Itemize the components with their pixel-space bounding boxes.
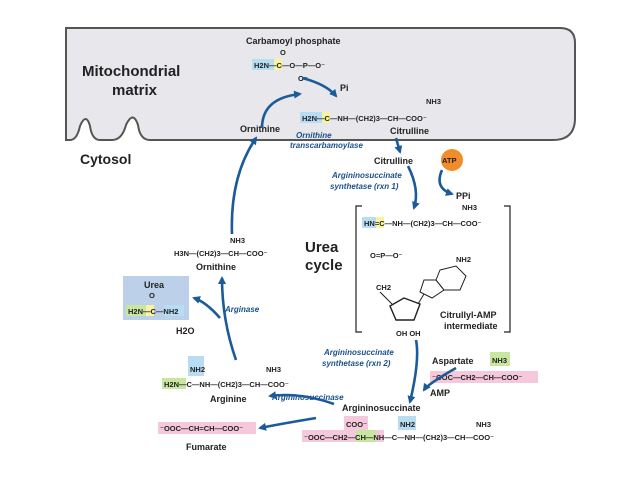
- carbamoyl-phosphate-label: Carbamoyl phosphate: [246, 36, 341, 46]
- arrow-aspartate-in: [422, 366, 457, 392]
- ribose-ch2-bond: [379, 291, 393, 305]
- arg-nh2: NH2: [190, 365, 205, 374]
- cit-carbonyl-highlight: [322, 112, 330, 123]
- cycle-title-line1: Urea: [305, 239, 339, 256]
- cp-carbonyl-highlight: [274, 59, 282, 70]
- campa-nh3: NH3: [462, 203, 477, 212]
- ppi-label: PPi: [456, 191, 471, 201]
- fumarate-highlight: [158, 422, 256, 434]
- citrullyl-amp-formula: HN=C—NH—(CH2)3—CH—COO⁻: [364, 219, 482, 228]
- urea-formula: H2N—C—NH2: [128, 307, 178, 316]
- urea-center-highlight: [146, 305, 154, 316]
- arrow-citrulline-to-campa: [406, 165, 420, 210]
- arrow-campa-to-asuc: [407, 339, 419, 404]
- urea-left-highlight: [126, 305, 146, 316]
- amp-label: AMP: [430, 388, 450, 398]
- arrow-ornithine-to-citrulline: [260, 90, 302, 129]
- aspartate-formula: ⁻OOC—CH2—CH—COO⁻: [432, 373, 522, 382]
- adenine-ring-5: [419, 279, 445, 299]
- arrow-pi-release: [301, 76, 338, 98]
- arg-nh2-highlight: [188, 356, 204, 376]
- arrow-fumarate-release: [258, 416, 317, 431]
- asuc-coo: COO⁻: [346, 420, 367, 429]
- arrow-arginine-to-ornithine: [218, 276, 238, 361]
- asp-nh3-highlight: [490, 352, 510, 366]
- asp-nh3: NH3: [492, 356, 507, 365]
- ass-rxn2-enzyme-line1: Argininosuccinate: [323, 348, 394, 357]
- region-mitochondrial-label: Mitochondrial: [82, 63, 180, 80]
- ornithine-left-nh3: NH3: [230, 236, 245, 245]
- citrullyl-amp-label: Citrullyl-AMP: [440, 310, 497, 320]
- arginine-label: Arginine: [210, 394, 247, 404]
- ribose-ring: [389, 297, 421, 321]
- asuc-coo-highlight: [344, 416, 368, 430]
- aspartate-highlight: [430, 371, 538, 383]
- ribose-base-bond: [417, 293, 425, 305]
- ornithine-top-label: Ornithine: [240, 124, 280, 134]
- campa-imino-highlight: [362, 217, 376, 228]
- fumarate-label: Fumarate: [186, 442, 227, 452]
- h2o-label: H2O: [176, 326, 195, 336]
- citrulline-cyto-label: Citrulline: [374, 156, 413, 166]
- arrow-urea-release: [192, 296, 221, 319]
- pi-label: Pi: [340, 83, 349, 93]
- intermediate-label: intermediate: [444, 321, 498, 331]
- ass-rxn1-enzyme-line1: Argininosuccinate: [331, 171, 402, 180]
- campa-ch2: CH2: [376, 283, 391, 292]
- asuc-nh3: NH3: [476, 420, 491, 429]
- arrow-atp-to-ppi: [438, 169, 454, 196]
- atp-marker: [441, 149, 463, 171]
- cp-amine-highlight: [252, 59, 274, 70]
- ass-rxn1-enzyme-line2: synthetase (rxn 1): [330, 182, 399, 191]
- campa-phosphate: O=P—O⁻: [370, 251, 403, 260]
- bracket-left: [355, 205, 362, 333]
- cycle-title-line2: cycle: [305, 257, 343, 274]
- atp-label: ATP: [442, 156, 456, 165]
- aspartate-label: Aspartate: [432, 356, 474, 366]
- citrulline-mito-formula: H2N—C—NH—(CH2)3—CH—COO⁻: [302, 114, 427, 123]
- arginase-enzyme: Arginase: [224, 305, 260, 314]
- carbamoyl-phosphate-formula: H2N—C—O—P—O⁻: [254, 61, 325, 70]
- urea-o: O: [149, 291, 155, 300]
- arrow-ornithine-transport: [230, 136, 258, 235]
- citrulline-mito-nh3: NH3: [426, 97, 441, 106]
- ornithine-left-label: Ornithine: [196, 262, 236, 272]
- argininosuccinate-formula: ⁻OOC—CH2—CH—NH—C—NH—(CH2)3—CH—COO⁻: [304, 433, 494, 442]
- region-matrix-label: matrix: [112, 82, 158, 99]
- arrow-asuc-to-arginine: [268, 391, 335, 406]
- ornithine-left-formula: H3N—(CH2)3—CH—COO⁻: [174, 249, 268, 258]
- cit-amine-highlight: [300, 112, 322, 123]
- argininosuccinate-label: Argininosuccinate: [342, 403, 421, 413]
- otc-enzyme-line2: transcarbamoylase: [290, 141, 363, 150]
- arrow-citrulline-transport: [394, 137, 403, 154]
- ribose-ohoh: OH OH: [396, 329, 421, 338]
- arrows: [192, 76, 457, 431]
- arginine-formula: H2N—C—NH—(CH2)3—CH—COO⁻: [164, 380, 289, 389]
- fumarate-formula: ⁻OOC—CH=CH—COO⁻: [160, 424, 243, 433]
- otc-enzyme-line1: Ornithine: [296, 131, 332, 140]
- campa-carbon-highlight: [376, 217, 384, 228]
- arg-nh3: NH3: [266, 365, 281, 374]
- ass-rxn2-enzyme-line2: synthetase (rxn 2): [322, 359, 391, 368]
- citrulline-mito-label: Citrulline: [390, 126, 429, 136]
- region-cytosol-label: Cytosol: [80, 151, 131, 167]
- asuc-nh-highlight: [356, 430, 376, 442]
- urea-right-highlight: [164, 305, 184, 316]
- cp-o-top: O: [280, 48, 286, 57]
- urea-label: Urea: [144, 280, 165, 290]
- asuc-nh2-highlight: [398, 416, 416, 430]
- adenine-nh2: NH2: [456, 255, 471, 264]
- arg-amine-highlight: [162, 378, 186, 389]
- bracket-right: [504, 205, 511, 333]
- asuc-nh2: NH2: [400, 420, 415, 429]
